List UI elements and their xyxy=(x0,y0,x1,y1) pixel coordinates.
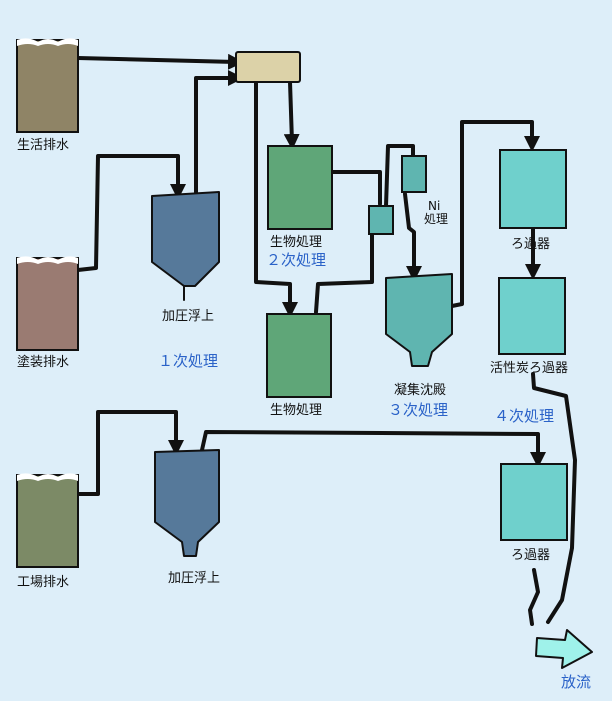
pipe-factory-to-flotation2 xyxy=(76,410,184,496)
ni-treatment-tank xyxy=(401,155,427,193)
flotation-1-label: 加圧浮上 xyxy=(162,309,215,324)
pipe-coag-to-filter1 xyxy=(450,120,540,308)
pipe-bio1-to-nibox xyxy=(331,170,382,206)
paint-wastewater-tank xyxy=(16,256,79,351)
bio-treatment-1-label: 生物処理 xyxy=(270,235,323,250)
bio-tank-1 xyxy=(267,145,333,230)
domestic-wastewater-tank xyxy=(16,38,79,133)
bio-treatment-2-label: 生物処理 xyxy=(270,403,323,418)
stage-tertiary-label: ３次処理 xyxy=(388,401,449,419)
distributor-box xyxy=(235,51,301,83)
factory-wastewater-label: 工場排水 xyxy=(17,575,70,590)
filter-1 xyxy=(499,149,567,229)
pipe-paint-to-flotation1 xyxy=(76,154,186,272)
flotation-tank-1 xyxy=(151,191,220,301)
coagulation-settling-label: 凝集沈殿 xyxy=(394,383,447,398)
pipe-bio2-to-nibox xyxy=(314,232,374,314)
ni-treatment-label-1: Ni xyxy=(428,199,441,213)
pipe-flotation2-to-filter2 xyxy=(200,430,546,468)
stage-quaternary-label: ４次処理 xyxy=(494,407,555,425)
bio-tank-2 xyxy=(266,313,332,398)
ni-treatment-label-2: 処理 xyxy=(424,212,449,226)
pipe-ni-to-coag xyxy=(403,192,422,282)
filter-2-label: ろ過器 xyxy=(511,548,551,563)
filter-1-label: ろ過器 xyxy=(511,237,551,252)
flotation-2-label: 加圧浮上 xyxy=(168,571,221,586)
pipe-distributor-to-bio1 xyxy=(283,80,300,150)
activated-carbon-filter-label: 活性炭ろ過器 xyxy=(490,361,569,376)
stage-primary-label: １次処理 xyxy=(158,352,219,370)
pipe-distributor-to-bio2 xyxy=(254,80,298,318)
filter-2 xyxy=(500,463,568,541)
pipe-domestic-to-distributor xyxy=(76,53,244,70)
paint-wastewater-label: 塗装排水 xyxy=(17,355,70,370)
discharge-arrow xyxy=(535,629,593,669)
domestic-wastewater-label: 生活排水 xyxy=(17,138,70,153)
junction-box xyxy=(368,205,394,235)
flotation-tank-2 xyxy=(154,449,220,557)
activated-carbon-filter xyxy=(498,277,566,355)
pipe-filter2-to-discharge xyxy=(528,568,540,626)
factory-wastewater-tank xyxy=(16,473,79,568)
discharge-label: 放流 xyxy=(561,673,592,691)
coagulation-settling-tank xyxy=(385,273,453,367)
pipe-nibox-to-ni xyxy=(384,144,415,208)
stage-secondary-label: ２次処理 xyxy=(266,251,327,269)
pipe-flotation1-to-distributor xyxy=(194,70,244,194)
pipe-carbon-to-discharge xyxy=(531,372,577,624)
